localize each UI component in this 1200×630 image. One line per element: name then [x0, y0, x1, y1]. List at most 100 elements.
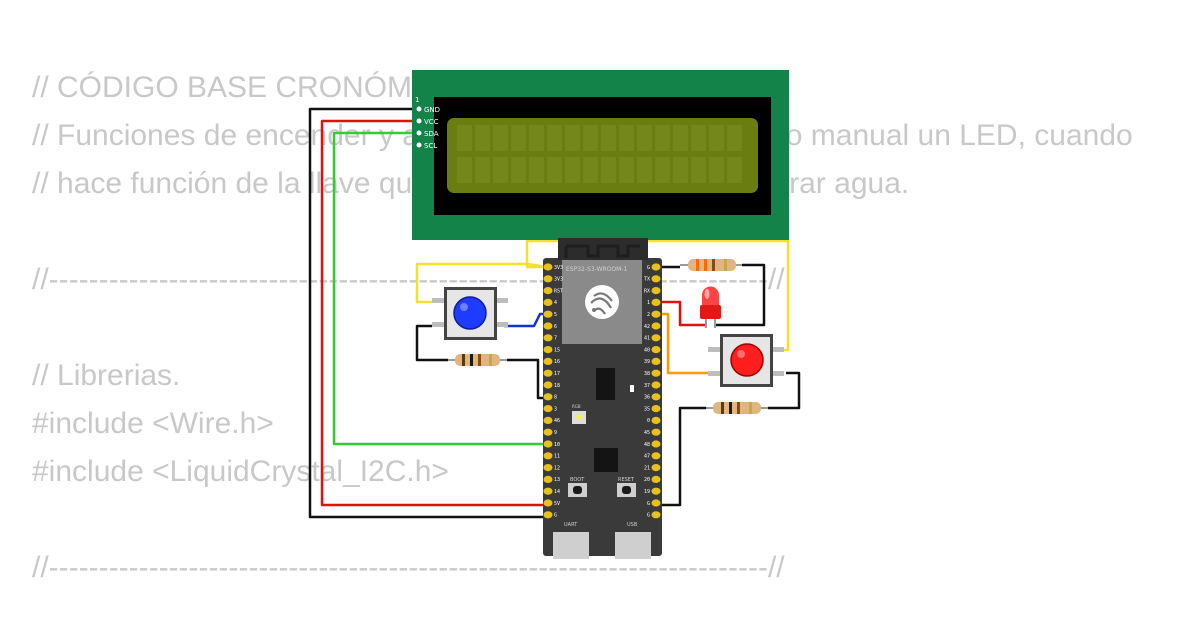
pin-pad[interactable]: [543, 475, 553, 483]
pin-left-g[interactable]: G: [543, 511, 558, 519]
esp32-board[interactable]: ESP32-S3-WROOM-1 RGB BOOT RESET UART USB…: [543, 238, 662, 559]
pin-left-17[interactable]: 17: [543, 369, 561, 377]
blue-pushbutton[interactable]: [432, 287, 508, 340]
pin-left-5v[interactable]: 5V: [543, 499, 561, 507]
pin-right-rx[interactable]: RX: [644, 287, 661, 294]
lcd-display[interactable]: 1 GND VCC SDA SCL: [412, 70, 789, 240]
pin-pad[interactable]: [543, 298, 553, 306]
wire-resistor-led-cathode[interactable]: [715, 263, 766, 327]
pin-pad[interactable]: [651, 263, 661, 271]
pin-pad[interactable]: [543, 511, 553, 519]
red-pushbutton[interactable]: [708, 334, 784, 387]
pin-pad[interactable]: [543, 369, 553, 377]
pin-left-3[interactable]: 3: [543, 405, 558, 412]
pin-right-48[interactable]: 48: [644, 440, 661, 448]
pin-left-46[interactable]: 46: [543, 416, 561, 424]
pin-pad[interactable]: [651, 369, 661, 377]
pin-left-rst[interactable]: RST: [543, 287, 564, 295]
pin-pad[interactable]: [651, 475, 661, 483]
pin-right-0[interactable]: 0: [647, 416, 661, 424]
uart-usb-port[interactable]: [553, 532, 589, 559]
lcd-pin-sda[interactable]: SDA: [416, 130, 439, 138]
pin-pad[interactable]: [543, 334, 553, 342]
boot-button[interactable]: BOOT: [568, 477, 587, 497]
pin-left-16[interactable]: 16: [543, 357, 561, 365]
pin-right-36[interactable]: 36: [644, 393, 661, 401]
pin-pad[interactable]: [543, 464, 553, 472]
pin-right-35[interactable]: 35: [644, 405, 661, 412]
pin-pad[interactable]: [651, 393, 661, 401]
resistor-red-button[interactable]: [706, 402, 768, 414]
pin-pad[interactable]: [543, 357, 553, 365]
pin-pad[interactable]: [543, 452, 553, 460]
pin-pad[interactable]: [543, 322, 553, 330]
lcd-pin-gnd[interactable]: GND: [416, 106, 441, 114]
pin-pad[interactable]: [651, 287, 661, 295]
pin-left-13[interactable]: 13: [543, 475, 561, 483]
pin-pad[interactable]: [651, 499, 661, 507]
pin-right-tx[interactable]: TX: [644, 275, 661, 283]
wire-sda-lcd[interactable]: [332, 131, 548, 446]
pin-left-4[interactable]: 4: [543, 298, 558, 306]
pin-pad[interactable]: [543, 310, 553, 318]
pin-pad[interactable]: [651, 428, 661, 436]
pin-left-7[interactable]: 7: [543, 334, 558, 342]
lcd-pin-scl[interactable]: SCL: [416, 142, 438, 150]
pin-pad[interactable]: [651, 464, 661, 472]
wire-scl-lcd[interactable]: [525, 239, 790, 352]
wire-gnd-lcd[interactable]: [308, 107, 548, 519]
pin-pad[interactable]: [543, 287, 553, 295]
pin-pad[interactable]: [651, 452, 661, 460]
pin-left-9[interactable]: 9: [543, 428, 558, 436]
pin-pad[interactable]: [543, 440, 553, 448]
pin-pad[interactable]: [651, 416, 661, 424]
pin-right-45[interactable]: 45: [644, 428, 661, 436]
pin-pad[interactable]: [651, 334, 661, 342]
wire-vcc-lcd[interactable]: [320, 119, 548, 507]
pin-right-g[interactable]: G: [647, 263, 661, 271]
pin-pad[interactable]: [543, 263, 553, 271]
pin-right-g[interactable]: G: [647, 511, 661, 519]
pin-pad[interactable]: [651, 310, 661, 318]
pin-right-21[interactable]: 21: [644, 464, 661, 471]
pin-left-6[interactable]: 6: [543, 322, 558, 330]
pin-pad[interactable]: [651, 357, 661, 365]
wire-led-anode[interactable]: [656, 300, 706, 327]
pin-right-g[interactable]: G: [647, 499, 661, 507]
pin-pad[interactable]: [543, 499, 553, 507]
pin-pad[interactable]: [651, 405, 661, 413]
wire-blue-btn-3v3[interactable]: [415, 262, 549, 304]
pin-left-14[interactable]: 14: [543, 487, 561, 495]
pin-left-15[interactable]: 15: [543, 346, 561, 353]
pin-pad[interactable]: [651, 511, 661, 519]
pin-pad[interactable]: [543, 275, 553, 283]
pin-pad[interactable]: [651, 381, 661, 389]
pin-right-39[interactable]: 39: [644, 357, 661, 365]
pin-left-5[interactable]: 5: [543, 310, 558, 318]
pin-left-10[interactable]: 10: [543, 440, 561, 448]
pin-left-3v3[interactable]: 3V3: [543, 275, 564, 283]
pin-pad[interactable]: [543, 487, 553, 495]
pin-left-8[interactable]: 8: [543, 393, 558, 401]
pin-left-3v3[interactable]: 3V3: [543, 263, 564, 271]
pin-right-37[interactable]: 37: [644, 381, 661, 389]
pin-right-19[interactable]: 19: [644, 487, 661, 495]
lcd-pin-vcc[interactable]: VCC: [416, 118, 439, 126]
pin-right-42[interactable]: 42: [644, 322, 661, 330]
resistor-blue-button[interactable]: [448, 354, 507, 366]
wire-resistor-gnd-right[interactable]: [656, 406, 706, 507]
pin-pad[interactable]: [651, 298, 661, 306]
pin-left-11[interactable]: 11: [543, 452, 561, 460]
pin-right-41[interactable]: 41: [644, 334, 661, 342]
usb-otg-port[interactable]: [615, 532, 651, 559]
pin-right-2[interactable]: 2: [647, 310, 661, 318]
wire-resistor-gnd-left[interactable]: [507, 358, 548, 400]
pin-right-20[interactable]: 20: [644, 475, 661, 483]
pin-pad[interactable]: [651, 487, 661, 495]
pin-left-18[interactable]: 18: [543, 381, 561, 389]
pin-pad[interactable]: [543, 393, 553, 401]
resistor-led[interactable]: [680, 259, 742, 271]
wire-blue-btn-resistor[interactable]: [415, 324, 448, 362]
pin-right-47[interactable]: 47: [644, 452, 661, 460]
wire-blue-btn-gpio5[interactable]: [504, 312, 548, 328]
